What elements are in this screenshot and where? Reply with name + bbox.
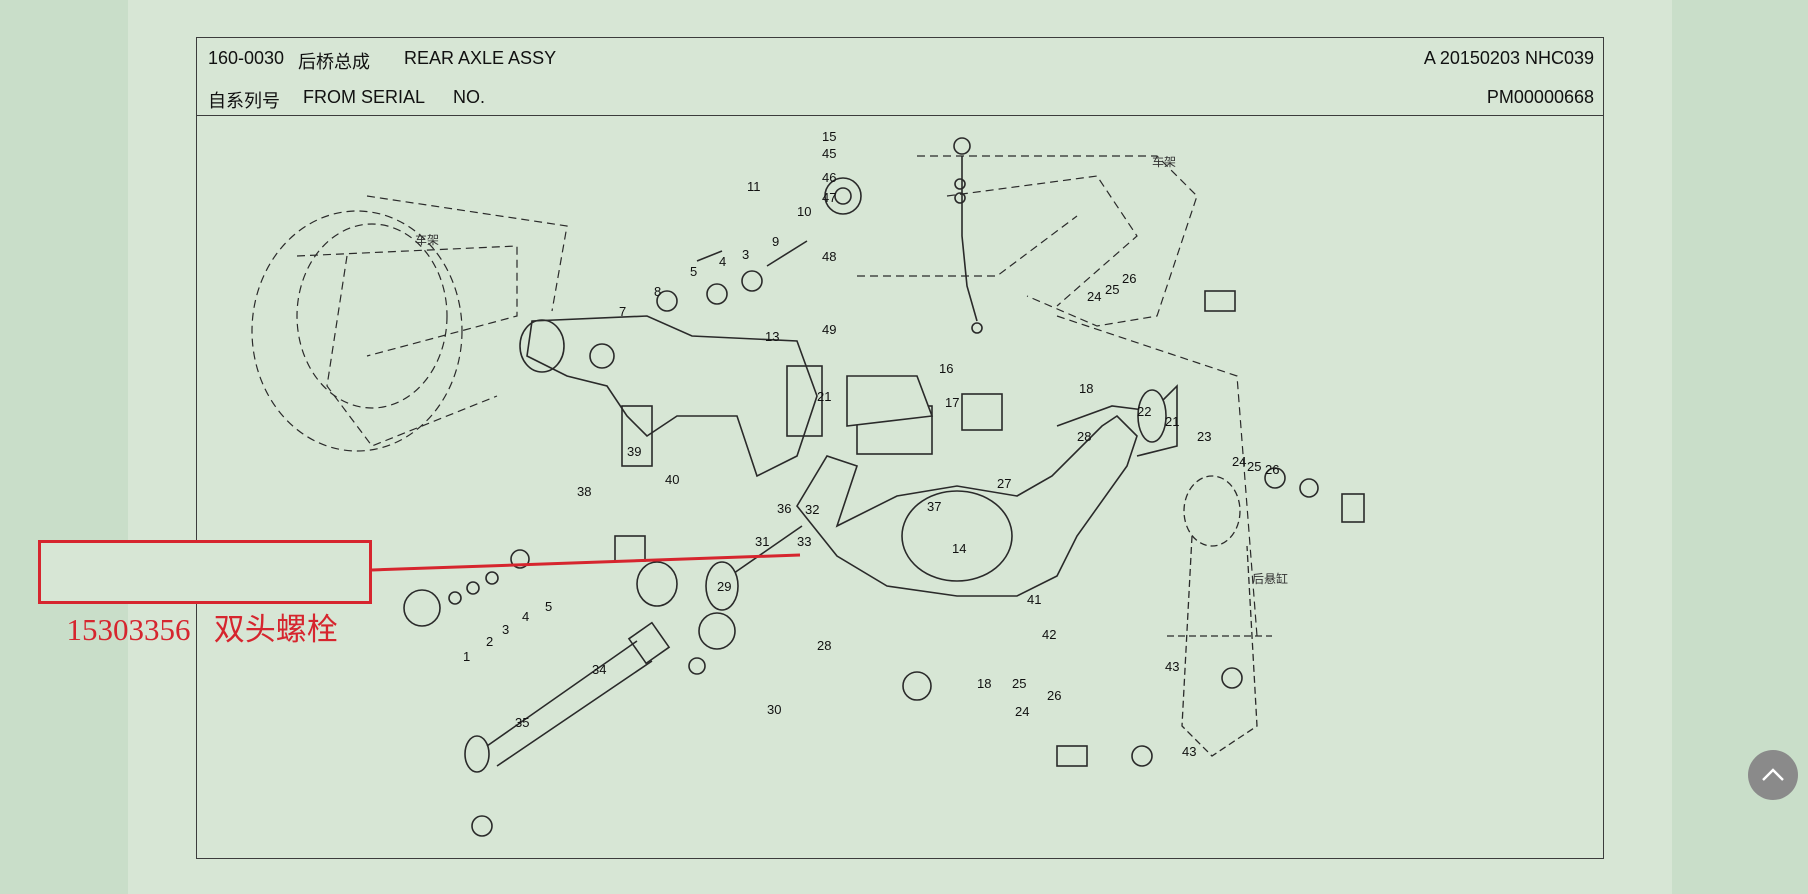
svg-text:25: 25 [1012,676,1026,691]
chevron-up-icon [1762,768,1784,781]
serial-label-en: FROM SERIAL [303,87,426,107]
svg-text:30: 30 [767,702,781,717]
header-divider [197,115,1603,116]
svg-text:25: 25 [1247,459,1261,474]
svg-text:39: 39 [627,444,641,459]
cylinder-label: 后悬缸 [1252,571,1288,586]
serial-no-label: NO. [453,87,486,107]
svg-text:36: 36 [777,501,791,516]
suspension-arm [519,315,823,478]
svg-text:1: 1 [463,649,470,664]
svg-text:26: 26 [1265,462,1279,477]
svg-text:8: 8 [654,284,661,299]
revision-code: A 20150203 NHC039 [1423,48,1594,68]
svg-text:17: 17 [945,395,959,410]
svg-text:49: 49 [822,322,836,337]
scroll-top-button[interactable] [1748,750,1798,800]
part-callout: 15303356 双头螺栓 [38,540,372,647]
svg-text:31: 31 [755,534,769,549]
svg-text:33: 33 [797,534,811,549]
svg-text:40: 40 [665,472,679,487]
svg-text:26: 26 [1122,271,1136,286]
callout-part-name: 双头螺栓 [213,612,338,647]
svg-text:16: 16 [939,361,953,376]
svg-text:46: 46 [822,170,836,185]
parts-sheet: 160-0030 后桥总成 REAR AXLE ASSY A 20150203 … [196,37,1604,859]
frame-label-left: 车架 [415,232,439,247]
svg-text:2: 2 [486,634,493,649]
frame-outline-right [857,155,1258,637]
svg-text:21: 21 [817,389,831,404]
frame-label-right: 车架 [1152,154,1176,169]
svg-text:9: 9 [772,234,779,249]
svg-text:35: 35 [515,715,529,730]
svg-text:5: 5 [545,599,552,614]
svg-text:22: 22 [1137,404,1151,419]
svg-text:29: 29 [717,579,731,594]
svg-text:10: 10 [797,204,811,219]
svg-text:34: 34 [592,662,606,677]
title-en: REAR AXLE ASSY [404,48,557,68]
svg-text:21: 21 [1165,414,1179,429]
part-code: 160-0030 [208,48,285,68]
drive-shaft [464,561,678,837]
svg-text:25: 25 [1105,282,1119,297]
svg-text:23: 23 [1197,429,1211,444]
svg-text:43: 43 [1165,659,1179,674]
svg-text:38: 38 [577,484,591,499]
svg-text:24: 24 [1015,704,1029,719]
svg-text:28: 28 [1077,429,1091,444]
serial-number: PM00000668 [1486,87,1594,107]
svg-text:24: 24 [1232,454,1246,469]
svg-text:14: 14 [952,541,966,556]
small-parts [403,177,1365,767]
svg-text:47: 47 [822,190,836,205]
svg-text:13: 13 [765,329,779,344]
svg-text:41: 41 [1027,592,1041,607]
svg-text:4: 4 [719,254,726,269]
rear-cylinder-outline [1167,475,1272,757]
svg-text:3: 3 [742,247,749,262]
svg-text:15: 15 [822,129,836,144]
svg-text:32: 32 [805,502,819,517]
svg-text:24: 24 [1087,289,1101,304]
svg-text:3: 3 [502,622,509,637]
svg-text:7: 7 [619,304,626,319]
frame-outline-left [251,195,568,452]
svg-text:18: 18 [1079,381,1093,396]
serial-label-cn: 自系列号 [208,91,280,111]
svg-text:5: 5 [690,264,697,279]
svg-text:26: 26 [1047,688,1061,703]
svg-text:42: 42 [1042,627,1056,642]
title-cn: 后桥总成 [298,52,370,72]
svg-text:27: 27 [997,476,1011,491]
svg-text:11: 11 [747,179,761,194]
callout-part-number: 15303356 [66,612,191,647]
svg-text:43: 43 [1182,744,1196,759]
svg-text:18: 18 [977,676,991,691]
svg-text:28: 28 [817,638,831,653]
svg-text:4: 4 [522,609,529,624]
svg-text:37: 37 [927,499,941,514]
axle-housing [705,375,1178,611]
svg-text:48: 48 [822,249,836,264]
brake-hose [953,137,983,334]
svg-text:45: 45 [822,146,836,161]
